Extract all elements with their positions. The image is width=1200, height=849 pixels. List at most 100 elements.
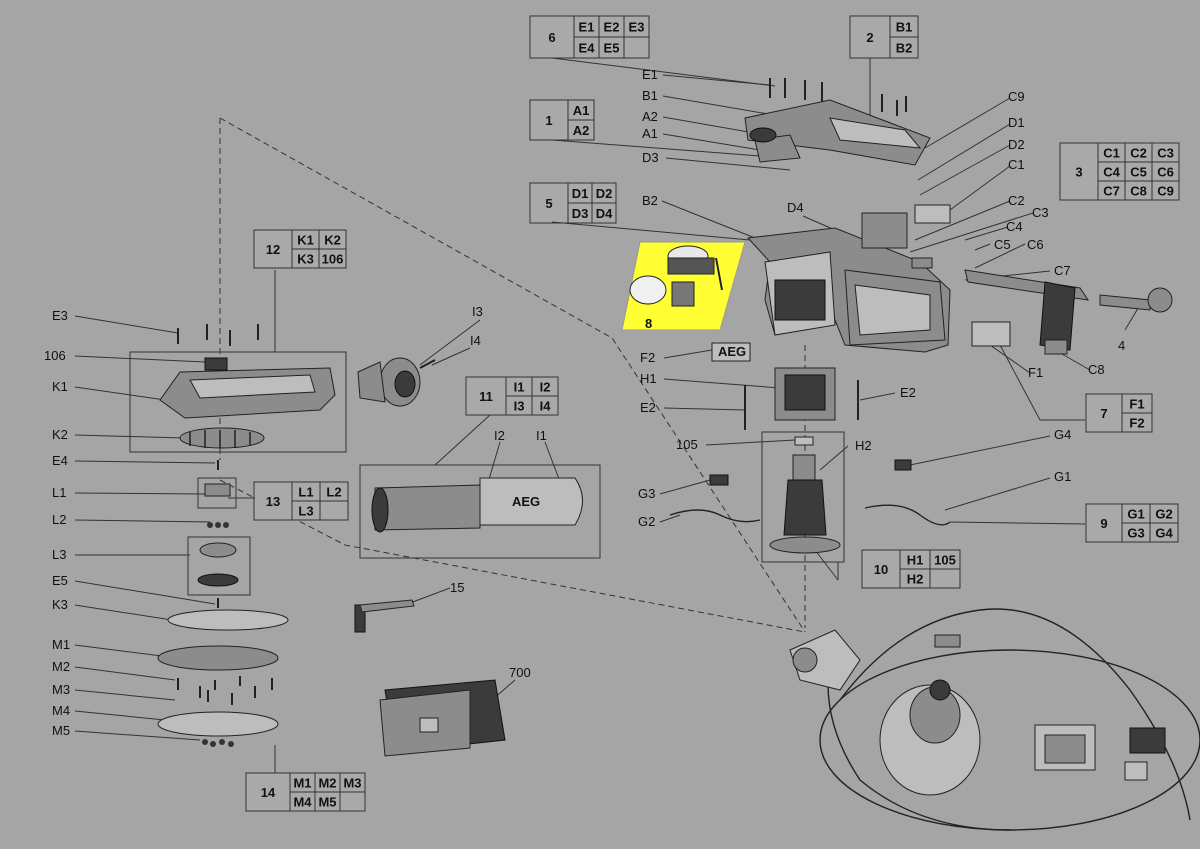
label-C4: C4 — [1006, 219, 1023, 234]
part-code: I4 — [540, 399, 552, 414]
part-code: D1 — [572, 186, 589, 201]
sanding-base-assembly — [129, 324, 347, 747]
part-code: C1 — [1103, 146, 1120, 161]
part-code: I2 — [540, 380, 551, 395]
label-D3: D3 — [642, 150, 659, 165]
label-K3: K3 — [52, 597, 68, 612]
part-code-cell — [591, 202, 617, 224]
group-number: 7 — [1100, 406, 1107, 421]
part-code: M3 — [343, 776, 361, 791]
group-number: 12 — [266, 242, 280, 257]
part-code: D2 — [596, 186, 613, 201]
label-D4: D4 — [787, 200, 804, 215]
label-G2: G2 — [638, 514, 655, 529]
group-number-cell — [253, 229, 293, 269]
group-number-cell — [529, 15, 575, 59]
part-code-cell — [623, 36, 650, 59]
label-I1: I1 — [536, 428, 547, 443]
part-code: E5 — [604, 41, 620, 56]
part-code: L2 — [326, 485, 341, 500]
part-8-highlight[interactable]: 8 — [621, 241, 746, 331]
part-code: G1 — [1127, 507, 1144, 522]
label-D2: D2 — [1008, 137, 1025, 152]
part-code: E3 — [629, 20, 645, 35]
label-M3: M3 — [52, 682, 70, 697]
part-code-cell — [889, 36, 919, 59]
part-code: E4 — [579, 41, 596, 56]
group-number: 3 — [1075, 165, 1082, 180]
part-code: L1 — [298, 485, 313, 500]
part-code: 106 — [322, 252, 344, 267]
part-code: 105 — [934, 553, 956, 568]
part-code: C2 — [1130, 146, 1147, 161]
label-C8: C8 — [1088, 362, 1105, 377]
label-I2: I2 — [494, 428, 505, 443]
label-E2-left: E2 — [640, 400, 656, 415]
label-B1: B1 — [642, 88, 658, 103]
group-number: 2 — [866, 30, 873, 45]
part-code: M5 — [318, 795, 336, 810]
label-M2: M2 — [52, 659, 70, 674]
label-I4: I4 — [470, 333, 481, 348]
label-A2: A2 — [642, 109, 658, 124]
part-code: A2 — [573, 123, 590, 138]
part-code: D3 — [572, 206, 589, 221]
part-code: M2 — [318, 776, 336, 791]
label-C5: C5 — [994, 237, 1011, 252]
label-E4: E4 — [52, 453, 68, 468]
group-number-cell — [1085, 503, 1123, 543]
group-number-cell — [1085, 393, 1123, 433]
group-number-cell — [849, 15, 891, 59]
part-code: F1 — [1129, 397, 1144, 412]
wired-base-assembly — [789, 608, 1200, 831]
part-code: G3 — [1127, 526, 1144, 541]
label-M1: M1 — [52, 637, 70, 652]
label-4: 4 — [1118, 338, 1125, 353]
part-code-cell — [929, 568, 961, 589]
label-8: 8 — [645, 316, 652, 331]
label-L2: L2 — [52, 512, 66, 527]
group-number-cell — [1059, 142, 1099, 201]
part-code-cell — [339, 791, 366, 812]
label-G3: G3 — [638, 486, 655, 501]
part-code-cell — [1149, 522, 1179, 543]
part-code: D4 — [596, 206, 613, 221]
label-15: 15 — [450, 580, 464, 595]
part-code: I3 — [514, 399, 525, 414]
part-code: K2 — [324, 233, 341, 248]
part-code: K1 — [297, 233, 314, 248]
part-code: H1 — [907, 553, 924, 568]
label-G1: G1 — [1054, 469, 1071, 484]
group-number: 13 — [266, 494, 280, 509]
label-H1: H1 — [640, 371, 657, 386]
group-number: 10 — [874, 562, 888, 577]
label-G4: G4 — [1054, 427, 1071, 442]
label-C6: C6 — [1027, 237, 1044, 252]
group-number: 14 — [261, 785, 276, 800]
label-C1: C1 — [1008, 157, 1025, 172]
part-code: M4 — [293, 795, 312, 810]
callout-labels: E1 B1 A2 A1 D3 B2 D4 C9 D1 D2 C1 C2 C3 C… — [44, 67, 1125, 738]
part-code: I1 — [514, 380, 525, 395]
part-code: C9 — [1157, 184, 1174, 199]
dust-extraction-parts: AEG — [354, 357, 601, 757]
label-F1: F1 — [1028, 365, 1043, 380]
part-code-cell — [1121, 412, 1153, 433]
group-number-cell — [245, 772, 291, 812]
label-E1: E1 — [642, 67, 658, 82]
part-code: C6 — [1157, 165, 1174, 180]
armature-assembly — [669, 367, 951, 563]
